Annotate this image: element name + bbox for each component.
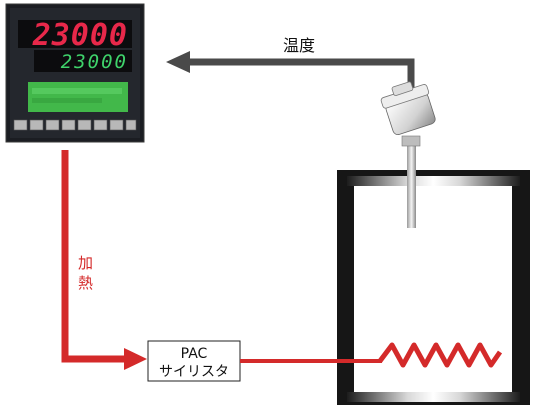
vessel [337,170,530,405]
temperature-controller: 23000 23000 [5,3,145,143]
heating-arrowhead [124,348,147,370]
sensor-probe [407,138,416,228]
controller-buttons [13,119,137,131]
pac-thyristor-box: PAC サイリスタ [147,340,241,382]
lcd-panel [28,82,128,112]
heating-label-line2: 熱 [78,274,93,292]
controller-key-4[interactable] [61,119,76,131]
temperature-sensor [380,81,436,228]
feedback-line [166,51,415,90]
heating-signal-line [61,150,147,370]
vessel-bottom-highlight [347,392,520,402]
controller-key-8[interactable] [125,119,137,131]
heating-label-line1: 加 [78,254,93,272]
pac-label-line1: PAC [181,346,208,362]
feedback-arrowhead [166,51,190,73]
heater-coil [378,342,503,368]
pv-display-panel [18,20,132,48]
sv-display-panel [34,50,132,72]
vessel-top-highlight [347,176,520,186]
sv-display: 23000 [61,51,128,73]
controller-key-7[interactable] [109,119,124,131]
controller-key-1[interactable] [13,119,28,131]
controller-key-6[interactable] [93,119,108,131]
controller-key-2[interactable] [29,119,44,131]
controller-key-3[interactable] [45,119,60,131]
controller-key-5[interactable] [77,119,92,131]
temperature-label: 温度 [283,36,315,55]
pac-label-line2: サイリスタ [159,364,229,380]
pv-display: 23000 [32,18,128,53]
